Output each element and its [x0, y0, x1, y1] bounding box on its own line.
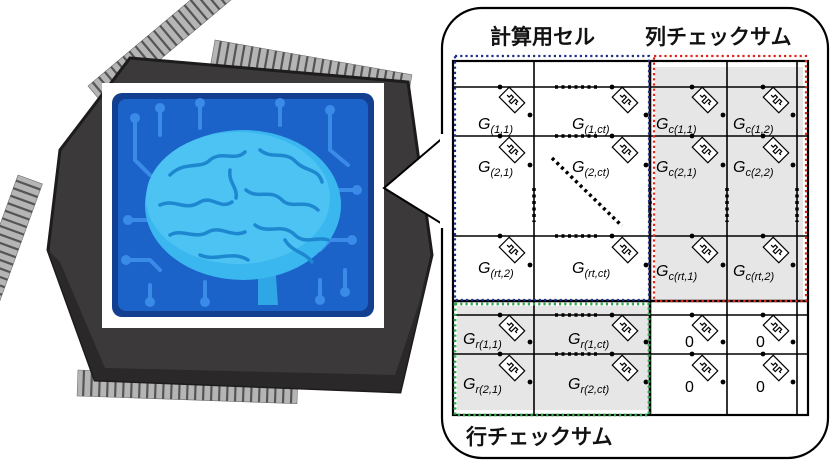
ai-chip-illustration — [0, 0, 453, 404]
cell-label: G(2,1) — [478, 159, 513, 179]
chip-body-shade — [48, 250, 432, 392]
compute-cells-label: 計算用セル — [490, 25, 595, 49]
junction-dots — [497, 84, 796, 385]
memristor-symbols — [498, 86, 790, 382]
circuit-nodes — [121, 98, 362, 307]
zero-cell-label: 0 — [685, 334, 694, 351]
brain-icon — [145, 130, 341, 305]
zero-cell-label: 0 — [756, 379, 765, 396]
column-checksum-box — [652, 54, 808, 303]
cell-label: Gr(2,ct) — [568, 376, 610, 396]
cell-label: Gc(2,1) — [656, 159, 697, 179]
circuit-traces — [126, 103, 357, 302]
cell-label: G(rt,ct) — [572, 260, 610, 280]
cell-label: G(rt,2) — [478, 260, 514, 280]
cell-label: G(2,ct) — [572, 159, 610, 179]
row-checksum-box — [453, 302, 651, 417]
cell-label: G(1,1) — [478, 116, 513, 136]
compute-cells-box — [453, 54, 651, 302]
crossbar-grid — [451, 59, 810, 417]
column-checksum-label: 列チェックサム — [645, 25, 792, 49]
cell-label: Gc(rt,2) — [733, 263, 775, 283]
conductance-labels: G(1,1) G(1,ct) Gc(1,1) Gc(1,2) G(2,1) G(… — [463, 116, 775, 396]
zero-cell-label: 0 — [685, 379, 694, 396]
cell-label: Gr(1,ct) — [568, 331, 610, 351]
cell-label: Gc(rt,1) — [656, 263, 698, 283]
cell-label: Gr(1,1) — [463, 331, 502, 351]
cell-label: Gc(2,2) — [733, 159, 774, 179]
cell-label: G(1,ct) — [572, 116, 610, 136]
zero-cell-label: 0 — [756, 334, 765, 351]
cell-label: Gc(1,2) — [733, 116, 774, 136]
cell-label: Gr(2,1) — [463, 376, 502, 396]
row-checksum-label: 行チェックサム — [465, 425, 613, 449]
cell-label: Gc(1,1) — [656, 116, 697, 136]
callout-pointer-mask — [440, 134, 446, 228]
